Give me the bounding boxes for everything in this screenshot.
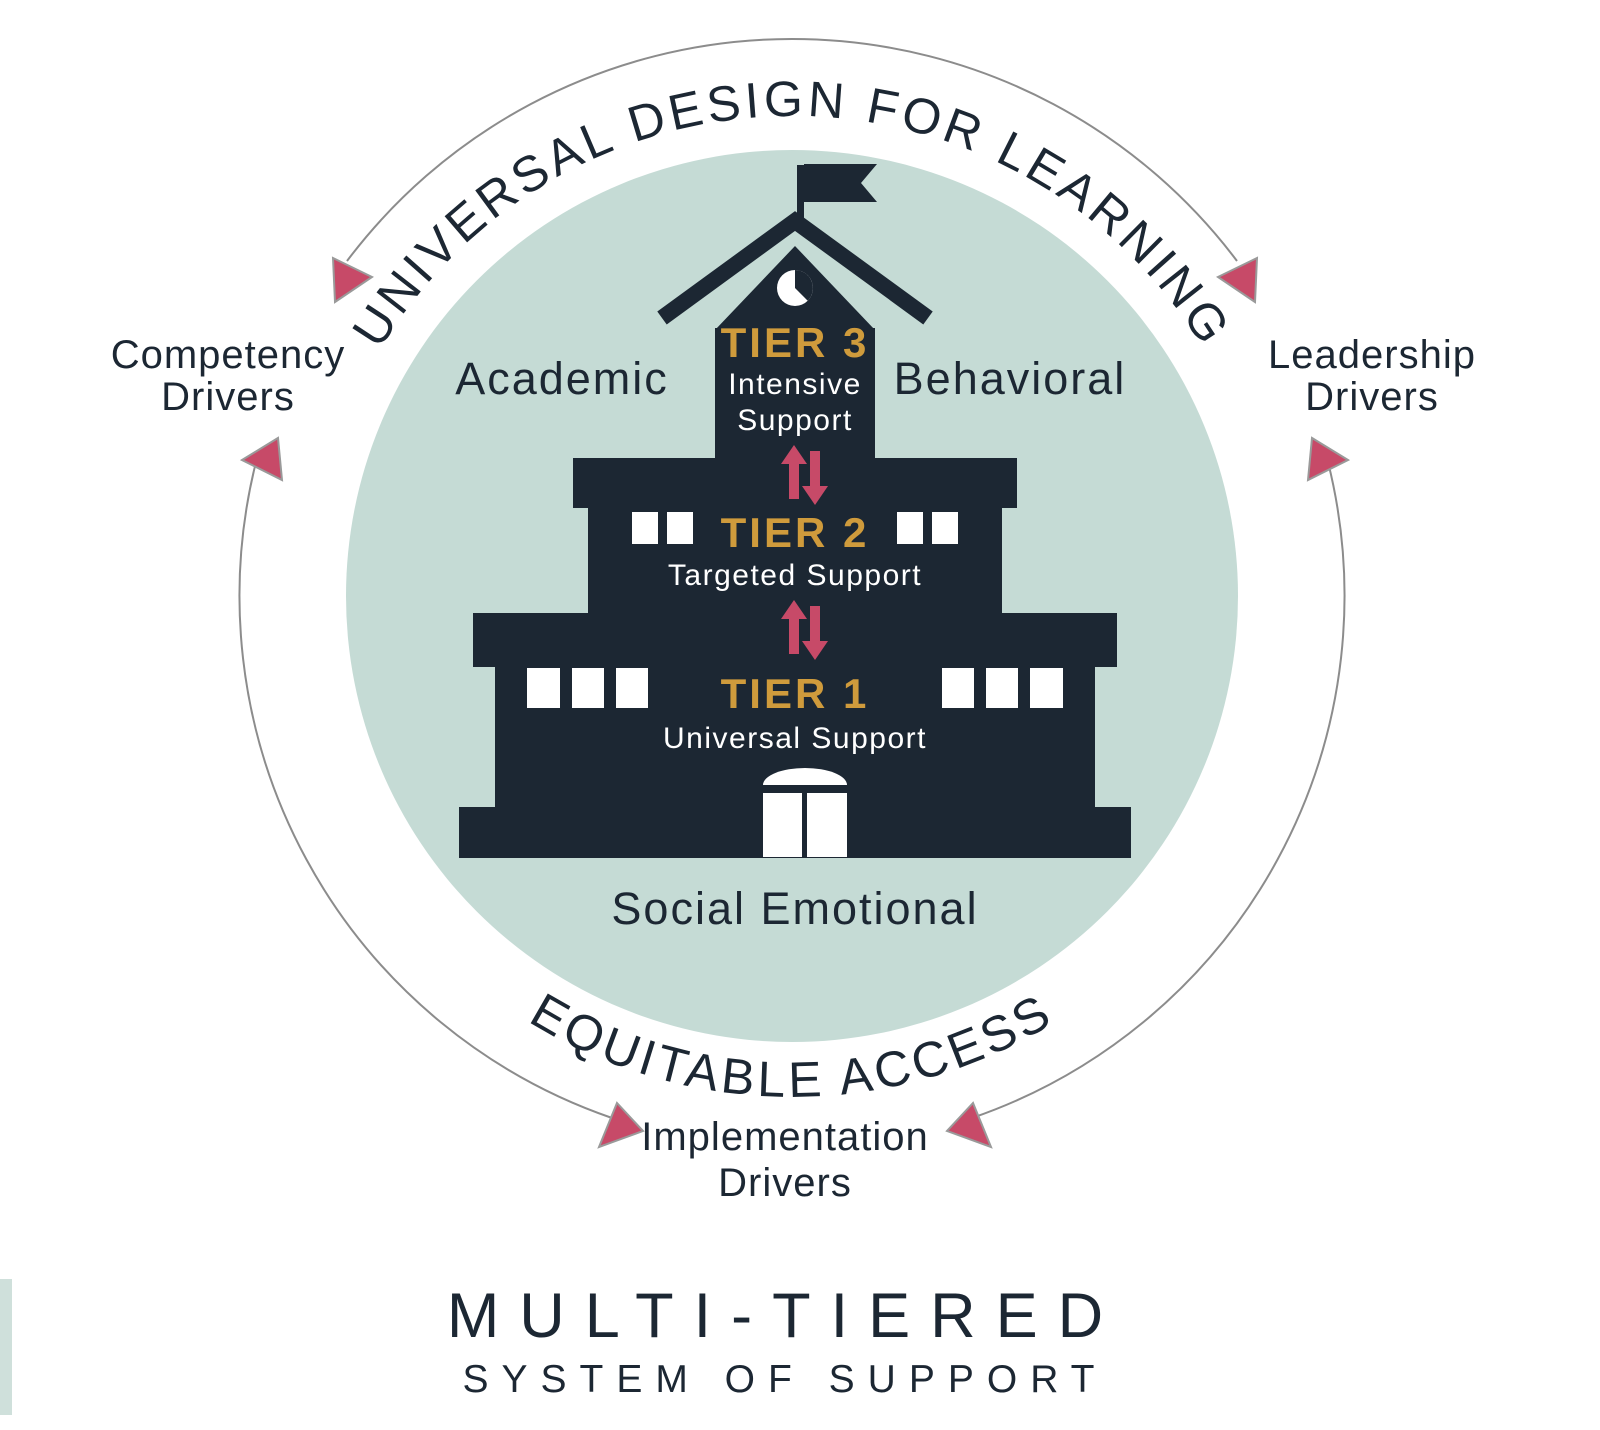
implementation-drivers-label-line1: Implementation bbox=[641, 1115, 928, 1159]
window bbox=[616, 668, 648, 708]
flagpole bbox=[797, 165, 804, 225]
clock-hands bbox=[795, 270, 813, 301]
left-edge-accent-bar bbox=[0, 1279, 12, 1415]
domain-labels: Academic Behavioral Social Emotional bbox=[455, 353, 1127, 934]
tier-texts: TIER 3 Intensive Support TIER 2 Targeted… bbox=[663, 319, 927, 755]
tier1-windows bbox=[527, 668, 1063, 708]
window bbox=[986, 668, 1018, 708]
up-arrow-icon bbox=[781, 445, 807, 499]
window bbox=[932, 512, 958, 544]
up-arrow-icon bbox=[781, 600, 807, 654]
tier3-support-line1: Intensive bbox=[728, 368, 862, 401]
tier-flow-arrows bbox=[781, 445, 828, 660]
door-panel-right bbox=[807, 793, 847, 857]
left-arc-line bbox=[238, 461, 613, 1119]
tier1-support-line1: Universal Support bbox=[663, 722, 927, 755]
door bbox=[763, 768, 847, 857]
right-arc-line bbox=[971, 461, 1346, 1119]
social-emotional-label: Social Emotional bbox=[611, 883, 978, 934]
behavioral-label: Behavioral bbox=[894, 353, 1127, 404]
flag-icon bbox=[804, 164, 877, 202]
window bbox=[942, 668, 974, 708]
page-subtitle: SYSTEM OF SUPPORT bbox=[462, 1358, 1107, 1401]
tier2-windows bbox=[632, 512, 958, 544]
window bbox=[667, 512, 693, 544]
implementation-drivers-label-line2: Drivers bbox=[718, 1161, 852, 1205]
academic-label: Academic bbox=[455, 353, 669, 404]
window bbox=[897, 512, 923, 544]
competency-drivers-label-line2: Drivers bbox=[161, 375, 295, 419]
arrowhead-top-left-icon bbox=[331, 256, 374, 304]
tier2-support-line1: Targeted Support bbox=[668, 559, 922, 592]
arrowhead-bottom-left-icon bbox=[597, 1101, 645, 1149]
window bbox=[1030, 668, 1063, 708]
arrowhead-right-icon bbox=[1306, 436, 1351, 482]
tier2-label: TIER 2 bbox=[721, 509, 870, 556]
driver-labels: Competency Drivers Leadership Drivers Im… bbox=[111, 333, 1476, 1205]
arrowhead-left-icon bbox=[239, 436, 284, 482]
window bbox=[572, 668, 604, 708]
arrowhead-bottom-right-icon bbox=[945, 1101, 993, 1149]
door-arch bbox=[763, 768, 847, 785]
window bbox=[527, 668, 560, 708]
down-arrow-icon bbox=[802, 451, 828, 505]
leadership-drivers-label-line1: Leadership bbox=[1268, 333, 1476, 377]
top-arc-line bbox=[346, 38, 1238, 262]
leadership-drivers-label-line2: Drivers bbox=[1305, 375, 1439, 419]
footer-title-group: MULTI-TIERED SYSTEM OF SUPPORT bbox=[447, 1281, 1123, 1401]
door-panel-left bbox=[763, 793, 802, 857]
outer-arcs bbox=[238, 38, 1346, 1119]
page-title: MULTI-TIERED bbox=[447, 1281, 1123, 1351]
arc-arrowheads bbox=[239, 256, 1351, 1149]
tier3-label: TIER 3 bbox=[721, 319, 870, 366]
roof bbox=[657, 211, 933, 325]
tier1-label: TIER 1 bbox=[721, 670, 870, 717]
arrowhead-top-right-icon bbox=[1216, 256, 1259, 304]
tier3-support-line2: Support bbox=[737, 404, 853, 437]
tower-body bbox=[715, 328, 875, 458]
down-arrow-icon bbox=[802, 606, 828, 660]
window bbox=[632, 512, 658, 544]
competency-drivers-label-line1: Competency bbox=[111, 333, 346, 377]
